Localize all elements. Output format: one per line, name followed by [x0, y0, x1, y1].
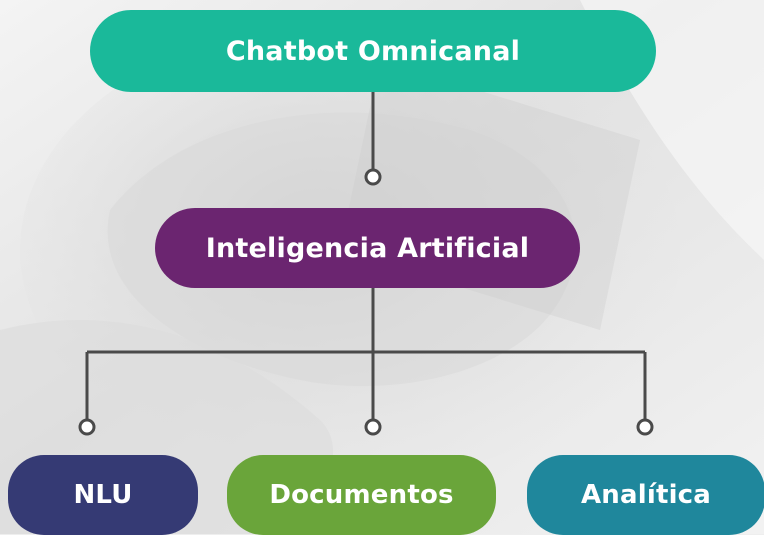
chatbot-omnicanal-node: Chatbot Omnicanal: [90, 10, 656, 92]
documentos-node: Documentos: [227, 455, 496, 535]
branch-analitica-node: [636, 418, 654, 436]
documentos-label: Documentos: [269, 480, 454, 510]
branch-docs-node: [364, 418, 382, 436]
nlu-label: NLU: [73, 480, 133, 510]
nlu-node: NLU: [8, 455, 198, 535]
analitica-node: Analítica: [527, 455, 764, 535]
root-to-middle-node: [364, 168, 382, 186]
branch-nlu-node: [78, 418, 96, 436]
chatbot-omnicanal-label: Chatbot Omnicanal: [225, 35, 521, 67]
inteligencia-artificial-label: Inteligencia Artificial: [205, 232, 530, 264]
analitica-label: Analítica: [580, 480, 712, 510]
inteligencia-artificial-node: Inteligencia Artificial: [155, 208, 580, 288]
